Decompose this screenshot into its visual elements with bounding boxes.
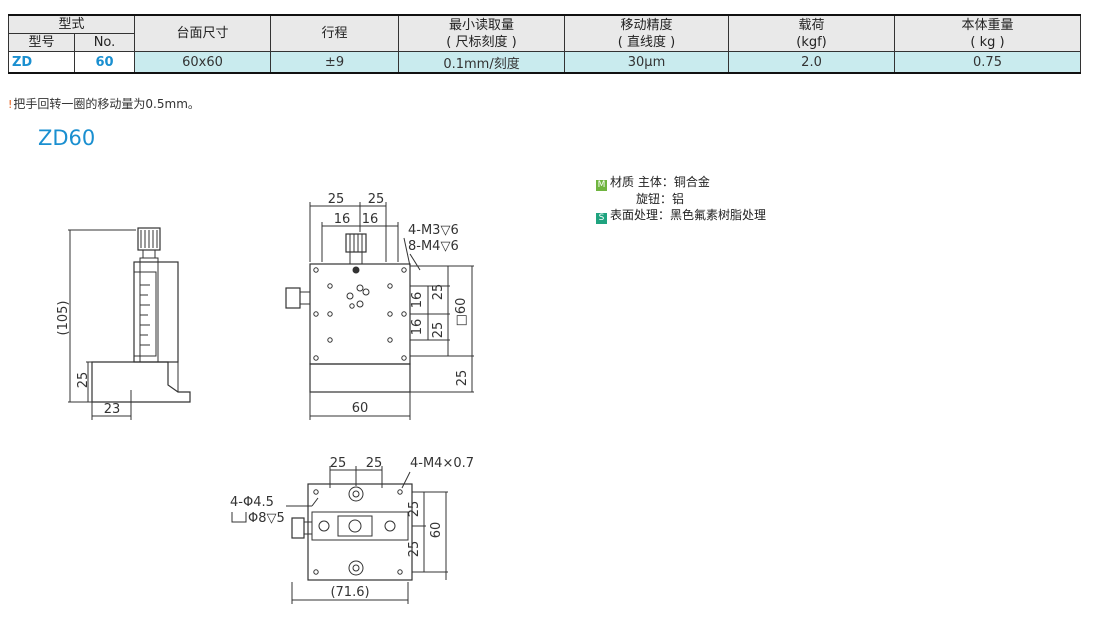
product-title: ZD60 — [38, 126, 96, 150]
note: !把手回转一圈的移动量为0.5mm。 — [8, 95, 200, 112]
material-line-1: 材质 主体：铜合金 — [610, 175, 710, 189]
dim-bot-r25b: 25 — [407, 541, 422, 558]
dim-side-23: 23 — [104, 402, 121, 417]
bottom-view-labels: 25 25 4-M4×0.7 4-Φ4.5 Φ8▽5 25 25 60 (71.… — [230, 456, 474, 600]
cell-no: 60 — [73, 51, 136, 74]
side-view-labels: (105) 25 23 — [56, 301, 120, 417]
header-stroke: 行程 — [270, 14, 400, 52]
cell-table-size: 60x60 — [134, 51, 272, 74]
cell-model: ZD — [8, 51, 75, 74]
dim-top-60: 60 — [352, 401, 369, 416]
dim-bot-25b: 25 — [366, 456, 383, 471]
dim-bot-m4: 4-M4×0.7 — [410, 456, 474, 471]
header-load: 载荷 (kgf) — [728, 14, 896, 52]
dim-bot-r25a: 25 — [407, 501, 422, 518]
dim-bot-25a: 25 — [330, 456, 347, 471]
dim-top-r25b: 25 — [431, 322, 446, 339]
dim-bot-hole: 4-Φ4.5 — [230, 495, 274, 510]
header-min-reading: 最小读取量 ( 尺标刻度 ) — [398, 14, 566, 52]
dim-top-25b: 25 — [368, 192, 385, 207]
cell-accuracy: 30μm — [564, 51, 730, 74]
dim-top-16b: 16 — [362, 212, 379, 227]
dim-top-r25a: 25 — [431, 284, 446, 301]
surface-tag-icon: S — [596, 213, 607, 224]
warning-icon: ! — [8, 98, 13, 111]
cell-min-reading: 0.1mm/刻度 — [398, 51, 566, 74]
dim-top-r16b: 16 — [410, 319, 425, 336]
cell-stroke: ±9 — [270, 51, 400, 74]
table-row: ZD 60 60x60 ±9 0.1mm/刻度 30μm 2.0 0.75 — [8, 51, 1082, 74]
dim-top-25a: 25 — [328, 192, 345, 207]
header-weight: 本体重量 ( kg ) — [894, 14, 1082, 52]
dim-bot-60: 60 — [429, 522, 444, 539]
cell-load: 2.0 — [728, 51, 896, 74]
header-table-size: 台面尺寸 — [134, 14, 272, 52]
dim-top-m4: 8-M4▽6 — [408, 239, 459, 254]
material-tag-icon: M — [596, 180, 607, 191]
dim-side-height: (105) — [56, 301, 71, 336]
dim-top-sq60: □60 — [454, 298, 469, 327]
header-model: 型号 — [8, 33, 75, 52]
top-view-labels: 25 25 16 16 4-M3▽6 8-M4▽6 16 16 25 25 □6… — [328, 192, 470, 416]
dim-bot-716: (71.6) — [330, 585, 369, 600]
cell-weight: 0.75 — [894, 51, 1082, 74]
side-view — [68, 227, 191, 420]
material-line-2: 旋钮：铝 — [636, 192, 685, 206]
bottom-view — [231, 466, 448, 604]
dim-side-25: 25 — [76, 372, 91, 389]
header-type: 型式 — [7, 14, 136, 34]
note-text: 把手回转一圈的移动量为0.5mm。 — [13, 97, 200, 111]
dim-top-16a: 16 — [334, 212, 351, 227]
dim-top-r16a: 16 — [410, 292, 425, 309]
header-accuracy: 移动精度 ( 直线度 ) — [564, 14, 730, 52]
dim-top-r25c: 25 — [455, 370, 470, 387]
material-line-3: 表面处理：黑色氟素树脂处理 — [610, 208, 767, 222]
dim-top-m3: 4-M3▽6 — [408, 223, 459, 238]
top-view — [285, 202, 474, 420]
spec-table: 型式 台面尺寸 行程 最小读取量 ( 尺标刻度 ) 移动精度 ( 直线度 ) 载… — [7, 14, 1082, 74]
dim-bot-cb: Φ8▽5 — [248, 511, 285, 526]
header-no: No. — [73, 33, 136, 52]
